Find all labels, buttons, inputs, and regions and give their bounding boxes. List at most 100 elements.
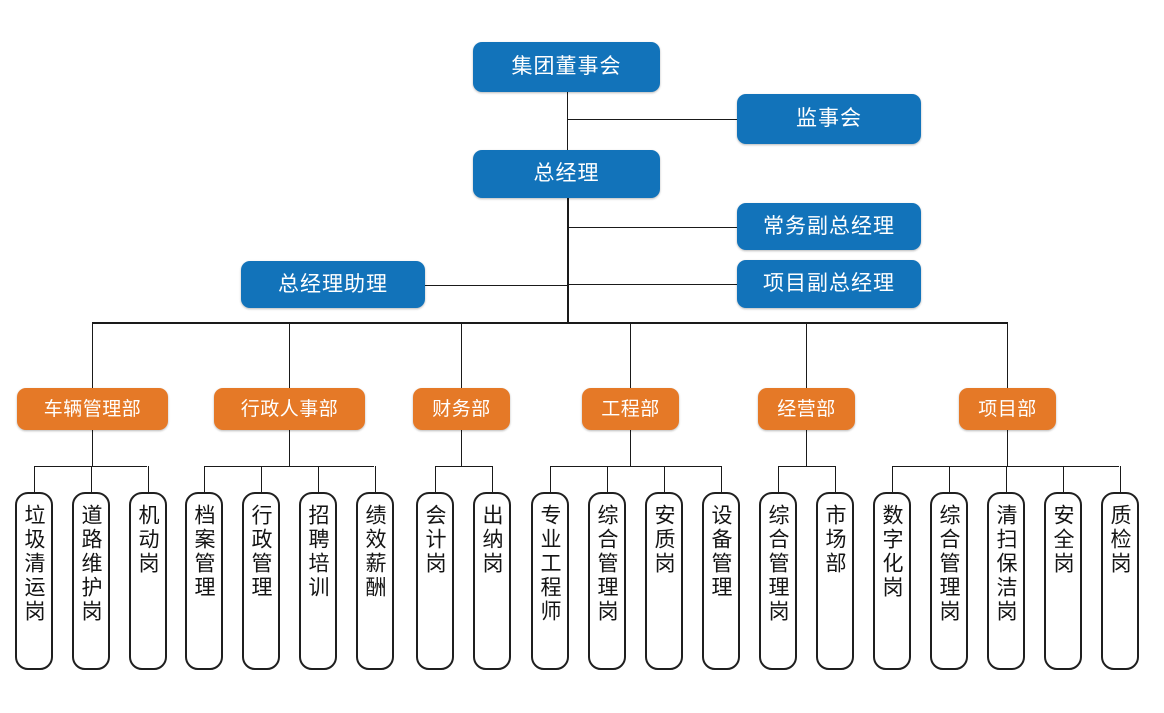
position-node[interactable]: 档案管理 xyxy=(185,492,223,670)
connector-operations-stem xyxy=(806,430,807,466)
position-node[interactable]: 机动岗 xyxy=(129,492,167,670)
department-node-label: 财务部 xyxy=(432,397,491,420)
position-node-label: 市场部 xyxy=(823,504,848,576)
position-node-label: 会计岗 xyxy=(423,504,448,576)
connector-project-leaf-3 xyxy=(1063,466,1064,492)
connector-vehicle-leaf-0 xyxy=(34,466,35,492)
position-node[interactable]: 招聘培训 xyxy=(299,492,337,670)
position-node[interactable]: 设备管理 xyxy=(702,492,740,670)
position-node[interactable]: 清扫保洁岗 xyxy=(987,492,1025,670)
connector-project-leaf-2 xyxy=(1006,466,1007,492)
exec-node-supervisors[interactable]: 监事会 xyxy=(737,94,921,144)
position-node[interactable]: 质检岗 xyxy=(1101,492,1139,670)
department-node-label: 项目部 xyxy=(978,397,1037,420)
connector-bus-to-project xyxy=(1007,322,1008,388)
department-node-operations[interactable]: 经营部 xyxy=(758,388,855,430)
position-node[interactable]: 会计岗 xyxy=(416,492,454,670)
connector-engineering-leaf-0 xyxy=(550,466,551,492)
position-node-label: 垃圾清运岗 xyxy=(22,504,47,624)
connector-bus-to-vehicle xyxy=(92,322,93,388)
department-node-label: 工程部 xyxy=(601,397,660,420)
position-node-label: 设备管理 xyxy=(709,504,734,600)
exec-node-label: 常务副总经理 xyxy=(763,213,895,238)
department-node-engineering[interactable]: 工程部 xyxy=(582,388,679,430)
position-node-label: 数字化岗 xyxy=(880,504,905,600)
exec-node-exec-vp[interactable]: 常务副总经理 xyxy=(737,203,921,250)
position-node[interactable]: 出纳岗 xyxy=(473,492,511,670)
exec-node-label: 总经理助理 xyxy=(278,271,388,296)
position-node[interactable]: 数字化岗 xyxy=(873,492,911,670)
department-node-project[interactable]: 项目部 xyxy=(959,388,1056,430)
department-node-label: 车辆管理部 xyxy=(43,397,142,420)
connector-finance-stem xyxy=(461,430,462,466)
position-node[interactable]: 市场部 xyxy=(816,492,854,670)
position-node-label: 招聘培训 xyxy=(306,504,331,600)
connector-engineering-stem xyxy=(630,430,631,466)
exec-node-board[interactable]: 集团董事会 xyxy=(473,42,660,92)
connector-vehicle-leaf-2 xyxy=(148,466,149,492)
position-node-label: 道路维护岗 xyxy=(79,504,104,624)
connector-admin-hr-leaf-2 xyxy=(318,466,319,492)
department-node-label: 经营部 xyxy=(777,397,836,420)
exec-node-label: 集团董事会 xyxy=(511,54,622,79)
position-node[interactable]: 绩效薪酬 xyxy=(356,492,394,670)
position-node[interactable]: 行政管理 xyxy=(242,492,280,670)
connector-department-bus xyxy=(92,322,1008,324)
department-node-finance[interactable]: 财务部 xyxy=(413,388,510,430)
connector-operations-leaf-bus xyxy=(778,466,835,467)
connector-admin-hr-leaf-1 xyxy=(261,466,262,492)
connector-bus-to-finance xyxy=(461,322,462,388)
position-node[interactable]: 安全岗 xyxy=(1044,492,1082,670)
position-node-label: 出纳岗 xyxy=(480,504,505,576)
exec-node-gm-assistant[interactable]: 总经理助理 xyxy=(241,261,425,308)
connector-board-to-gm xyxy=(566,92,568,150)
connector-admin-hr-leaf-3 xyxy=(375,466,376,492)
connector-operations-leaf-1 xyxy=(835,466,836,492)
position-node-label: 专业工程师 xyxy=(538,504,563,624)
position-node[interactable]: 安质岗 xyxy=(645,492,683,670)
position-node[interactable]: 专业工程师 xyxy=(531,492,569,670)
connector-bus-to-operations xyxy=(806,322,807,388)
connector-vehicle-stem xyxy=(92,430,93,466)
position-node-label: 绩效薪酬 xyxy=(363,504,388,600)
connector-project-leaf-bus xyxy=(892,466,1119,467)
connector-project-stem xyxy=(1007,430,1008,466)
position-node-label: 机动岗 xyxy=(136,504,161,576)
connector-engineering-leaf-1 xyxy=(607,466,608,492)
connector-project-leaf-1 xyxy=(949,466,950,492)
connector-operations-leaf-0 xyxy=(778,466,779,492)
department-node-label: 行政人事部 xyxy=(240,397,339,420)
connector-gm-to-departments xyxy=(566,198,569,323)
connector-project-leaf-0 xyxy=(892,466,893,492)
connector-bus-to-admin-hr xyxy=(289,322,290,388)
exec-node-label: 监事会 xyxy=(796,106,862,131)
exec-node-label: 总经理 xyxy=(533,161,600,186)
position-node-label: 质检岗 xyxy=(1108,504,1133,576)
department-node-vehicle[interactable]: 车辆管理部 xyxy=(17,388,168,430)
position-node[interactable]: 垃圾清运岗 xyxy=(15,492,53,670)
connector-gm-assistant xyxy=(425,284,567,286)
connector-bus-to-engineering xyxy=(630,322,631,388)
exec-node-label: 项目副总经理 xyxy=(763,271,895,296)
position-node-label: 综合管理岗 xyxy=(595,504,620,624)
position-node[interactable]: 综合管理岗 xyxy=(759,492,797,670)
connector-project-leaf-4 xyxy=(1120,466,1121,492)
position-node[interactable]: 综合管理岗 xyxy=(588,492,626,670)
connector-gm-to-project-vp xyxy=(566,284,737,285)
department-node-admin-hr[interactable]: 行政人事部 xyxy=(214,388,365,430)
connector-vehicle-leaf-1 xyxy=(91,466,92,492)
connector-admin-hr-stem xyxy=(289,430,290,466)
connector-finance-leaf-1 xyxy=(492,466,493,492)
connector-board-to-supervisors xyxy=(566,119,737,120)
position-node-label: 安质岗 xyxy=(652,504,677,576)
position-node[interactable]: 道路维护岗 xyxy=(72,492,110,670)
exec-node-project-vp[interactable]: 项目副总经理 xyxy=(737,260,921,308)
connector-engineering-leaf-bus xyxy=(550,466,721,467)
connector-engineering-leaf-3 xyxy=(721,466,722,492)
position-node-label: 档案管理 xyxy=(192,504,217,600)
exec-node-gm[interactable]: 总经理 xyxy=(473,150,660,198)
connector-finance-leaf-0 xyxy=(435,466,436,492)
connector-engineering-leaf-2 xyxy=(664,466,665,492)
position-node[interactable]: 综合管理岗 xyxy=(930,492,968,670)
